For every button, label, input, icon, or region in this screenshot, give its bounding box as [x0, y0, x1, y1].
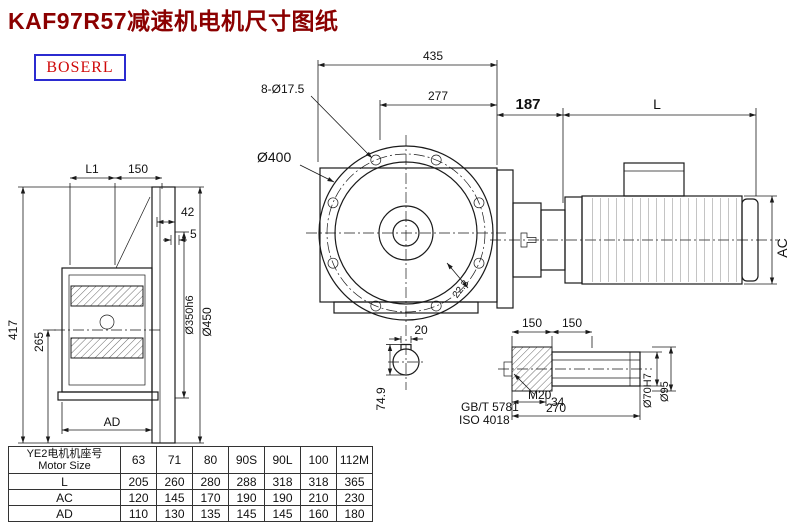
motor-dimensions: 187 L AC — [497, 96, 790, 285]
dim-ac-label: AC — [774, 238, 790, 257]
dim-150a-label: 150 — [522, 316, 542, 330]
table-cell: 288 — [228, 473, 265, 490]
table-row-l: L 205 260 280 288 318 318 365 — [8, 473, 373, 490]
technical-drawing: L1 150 42 5 417 265 AD — [6, 49, 790, 444]
table-cell: 190 — [228, 489, 265, 506]
row-label-ad: AD — [8, 505, 121, 522]
table-cell: 145 — [264, 505, 301, 522]
dim-l1-label: L1 — [85, 162, 99, 176]
dim-ad-label: AD — [104, 415, 121, 429]
dim-34-label: 34 — [551, 395, 565, 409]
table-header-en: Motor Size — [38, 460, 91, 472]
col-header-71: 71 — [156, 446, 193, 474]
table-cell: 260 — [156, 473, 193, 490]
row-label-ac: AC — [8, 489, 121, 506]
table-cell: 170 — [192, 489, 229, 506]
boserl-logo: BOSERL — [34, 54, 126, 81]
dim-5-label: 5 — [190, 227, 197, 241]
left-view-dimensions: L1 150 42 5 417 265 AD — [6, 162, 214, 444]
table-cell: 130 — [156, 505, 193, 522]
col-header-112m: 112M — [336, 446, 373, 474]
standard-iso-label: ISO 4018 — [459, 413, 510, 427]
page-title: KAF97R57减速机电机尺寸图纸 — [8, 8, 339, 34]
table-cell: 190 — [264, 489, 301, 506]
table-cell: 120 — [120, 489, 157, 506]
dim-277-label: 277 — [428, 89, 448, 103]
col-header-90s: 90S — [228, 446, 265, 474]
dim-265-label: 265 — [32, 332, 46, 352]
dim-150-top-label: 150 — [128, 162, 148, 176]
dim-350h6-label: Ø350h6 — [184, 295, 196, 334]
dim-435-label: 435 — [423, 49, 443, 63]
table-cell: 145 — [228, 505, 265, 522]
table-cell: 210 — [300, 489, 337, 506]
table-cell: 318 — [300, 473, 337, 490]
col-header-80: 80 — [192, 446, 229, 474]
dim-187-label: 187 — [515, 96, 540, 113]
front-view-dimensions: 435 277 8-Ø17.5 Ø400 22.3 — [257, 49, 498, 301]
table-header-row: YE2电机机座号 Motor Size 63 71 80 90S 90L 100… — [8, 446, 373, 474]
table-cell: 110 — [120, 505, 157, 522]
table-cell: 280 — [192, 473, 229, 490]
table-cell: 365 — [336, 473, 373, 490]
dim-150b-label: 150 — [562, 316, 582, 330]
standard-gbt-label: GB/T 5781 — [461, 400, 519, 414]
col-header-90l: 90L — [264, 446, 301, 474]
col-header-63: 63 — [120, 446, 157, 474]
table-cell: 145 — [156, 489, 193, 506]
dim-20-label: 20 — [414, 323, 428, 337]
dim-8xd17-label: 8-Ø17.5 — [261, 82, 305, 96]
dim-270-label: 270 — [546, 401, 566, 415]
dim-m20-label: M20 — [528, 388, 552, 402]
dim-42-label: 42 — [181, 205, 195, 219]
dim-74-9-label: 74.9 — [374, 387, 388, 411]
table-header-cn: YE2电机机座号 — [26, 448, 103, 460]
row-label-l: L — [8, 473, 121, 490]
front-view — [306, 135, 506, 390]
dim-l-label: L — [653, 96, 661, 112]
left-side-view — [54, 186, 176, 444]
table-cell: 135 — [192, 505, 229, 522]
dim-70h7-label: Ø70H7 — [642, 373, 654, 408]
motor-cooling-fins — [586, 198, 738, 282]
shaft-detail-view: 150 150 M20 GB/T 5781 ISO 4018 34 270 — [459, 316, 676, 427]
table-row-ac: AC 120 145 170 190 190 210 230 — [8, 489, 373, 506]
table-cell: 318 — [264, 473, 301, 490]
bolt-icon — [520, 232, 537, 248]
table-cell: 180 — [336, 505, 373, 522]
table-row-ad: AD 110 130 135 145 145 160 180 — [8, 505, 373, 522]
dim-95-label: Ø95 — [659, 381, 671, 402]
table-cell: 160 — [300, 505, 337, 522]
side-view-motor — [490, 162, 778, 309]
motor-size-table: YE2电机机座号 Motor Size 63 71 80 90S 90L 100… — [8, 446, 373, 522]
dim-417-label: 417 — [6, 320, 20, 340]
col-header-100: 100 — [300, 446, 337, 474]
boserl-logo-text: BOSERL — [46, 58, 114, 76]
dim-400-label: Ø400 — [257, 149, 291, 165]
table-cell: 205 — [120, 473, 157, 490]
table-cell: 230 — [336, 489, 373, 506]
dim-450-label: Ø450 — [200, 307, 214, 337]
table-header-motor-size: YE2电机机座号 Motor Size — [8, 446, 121, 474]
shaft-section-view: 20 74.9 — [374, 323, 428, 411]
